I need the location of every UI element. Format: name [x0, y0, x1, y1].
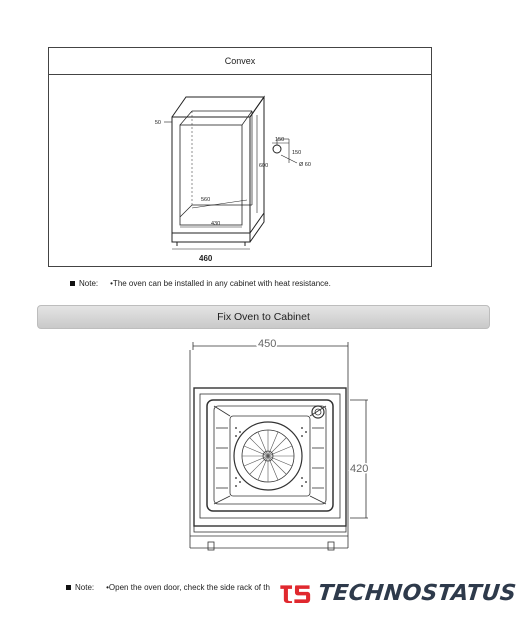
- section-banner: Fix Oven to Cabinet: [37, 305, 490, 329]
- convex-cabinet-drawing: 50 150 150 Ø 60 600 560 430 460: [155, 95, 311, 263]
- dim-150-top: 150: [275, 137, 284, 143]
- technostatus-logo: TECHNOSTATUS: [278, 573, 518, 613]
- note-2: Note: •Open the oven door, check the sid…: [66, 583, 270, 592]
- note-2-label: Note:: [75, 583, 95, 592]
- note-2-text: •Open the oven door, check the side rack…: [106, 583, 270, 592]
- dim-430: 430: [211, 221, 220, 227]
- note-bullet-icon: [66, 585, 71, 590]
- oven-width-label: 450: [258, 338, 276, 350]
- section-banner-title: Fix Oven to Cabinet: [217, 311, 310, 323]
- dim-150-side: 150: [292, 150, 301, 156]
- oven-front-drawing: 450 420: [189, 338, 370, 551]
- dim-460: 460: [199, 254, 213, 263]
- note-bullet-icon: [70, 281, 75, 286]
- convex-diagram-title: Convex: [49, 48, 431, 75]
- note-1-label: Note:: [79, 279, 99, 288]
- technostatus-logo-text: TECHNOSTATUS: [316, 580, 518, 606]
- dim-560: 560: [201, 197, 210, 203]
- dim-600: 600: [259, 163, 268, 169]
- dim-hole-diameter: Ø 60: [299, 162, 311, 168]
- dim-50: 50: [155, 120, 161, 126]
- note-1: Note: •The oven can be installed in any …: [70, 279, 331, 288]
- convex-diagram-frame: Convex: [48, 47, 432, 267]
- oven-height-label: 420: [350, 463, 368, 475]
- note-1-text: •The oven can be installed in any cabine…: [110, 279, 331, 288]
- technostatus-logo-icon: [280, 585, 311, 603]
